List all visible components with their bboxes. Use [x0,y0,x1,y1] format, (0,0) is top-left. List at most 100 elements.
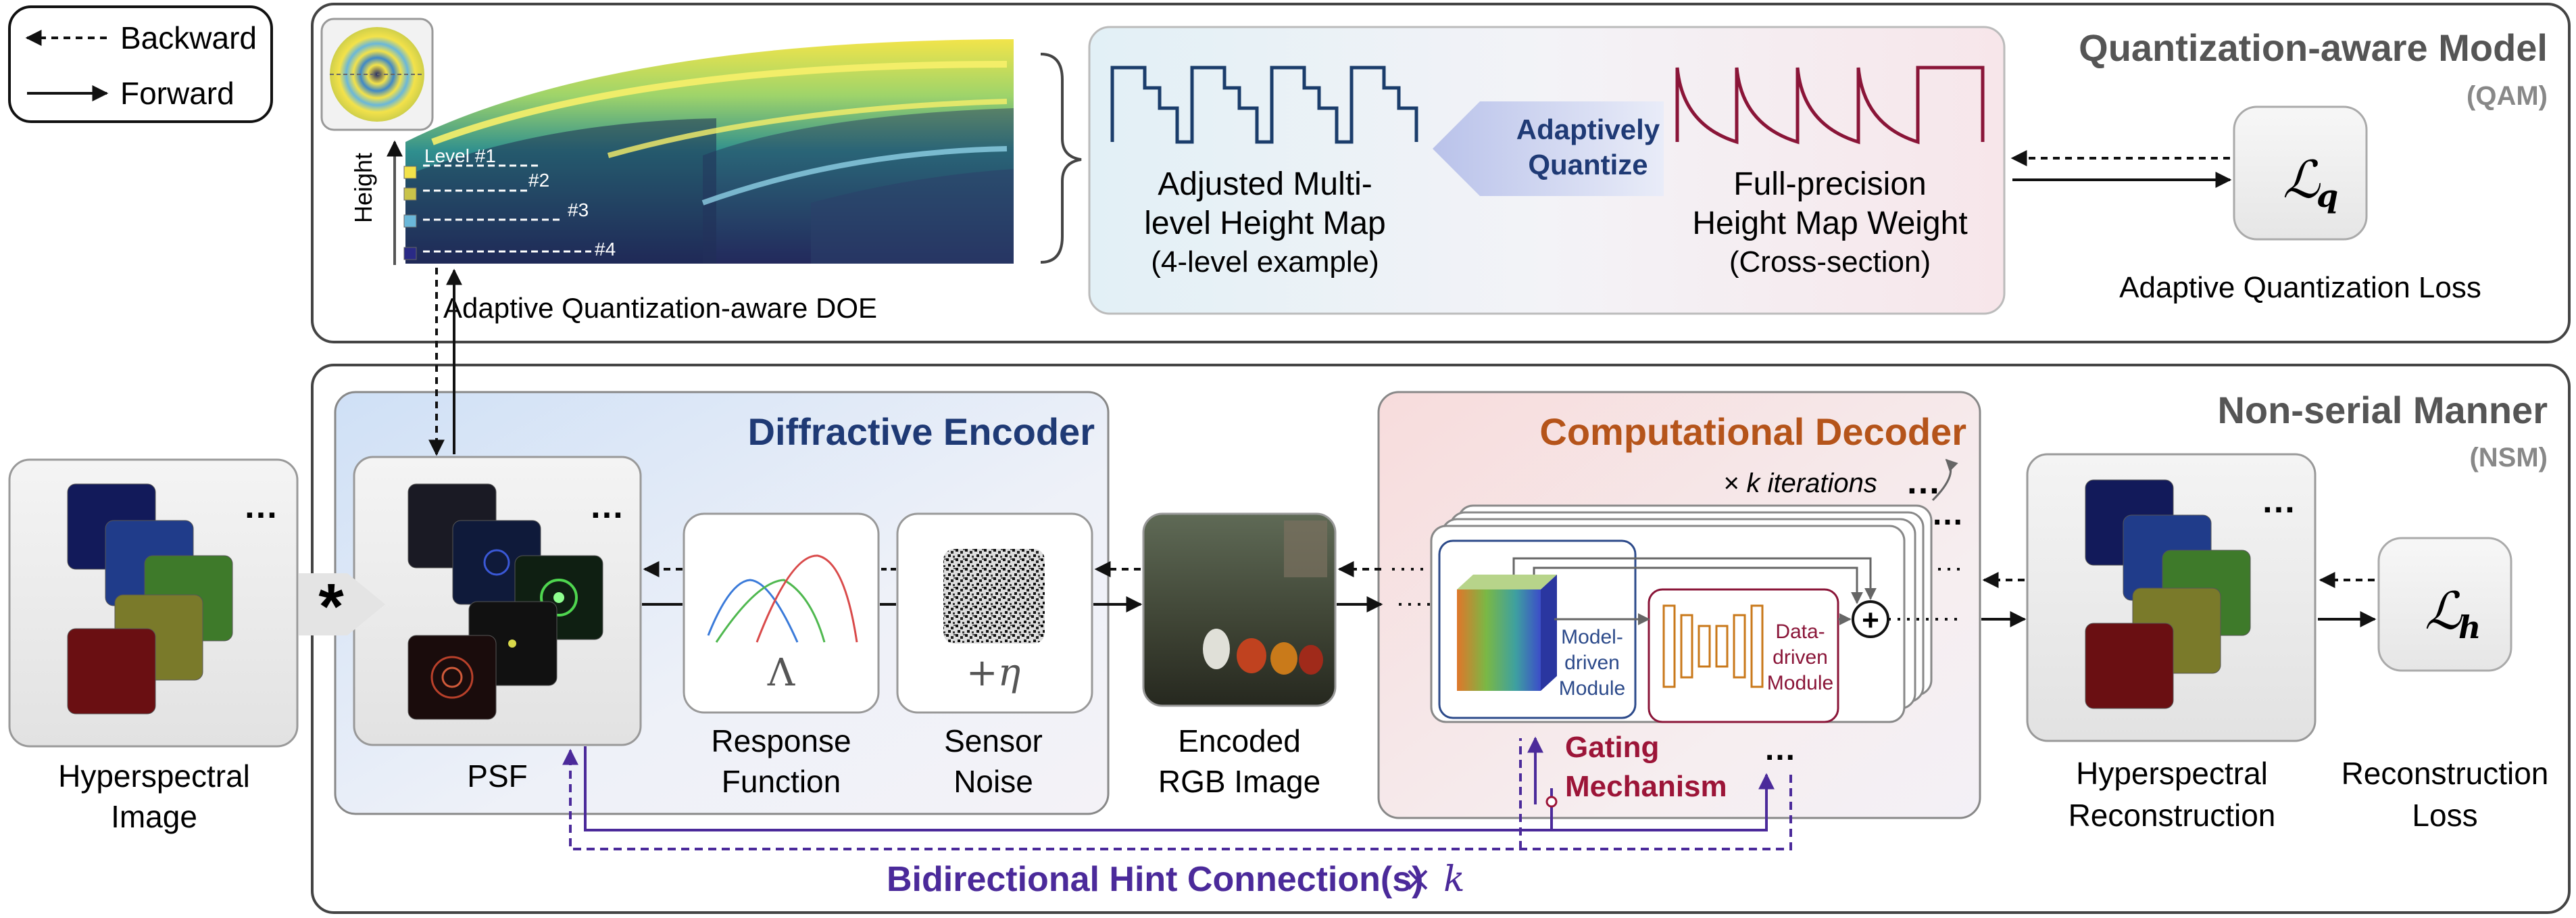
response-line2: Function [722,764,841,799]
doe-ring-highlight-3 [701,146,1008,206]
doe-ring-highlight-2 [607,99,1008,158]
hsi-line2: Image [111,799,197,834]
hint-k-label: × k [1403,859,1465,900]
level-swatch-3 [403,214,417,228]
level-label-4: #4 [595,239,616,260]
encoded-image-object-4 [1299,645,1323,675]
gating-switch [1545,796,1558,808]
reconstruction-loss-box [2377,537,2512,672]
convolution-symbol: * [318,571,344,643]
recon-stack: … [2085,479,2296,709]
encoded-image-object-3 [1270,642,1297,675]
encoder-title: Diffractive Encoder [748,410,1095,453]
psf-slice-5 [407,635,497,720]
response-symbol: Λ [767,651,795,695]
psf-ring-red-inner [441,667,463,688]
full-precision-curve [1675,66,1985,145]
doe-label: Adaptive Quantization-aware DOE [443,292,877,324]
hsi-cube-side [1541,575,1557,691]
hsi-cube-front [1457,589,1541,691]
iterations-loop-arrow [1931,458,1958,502]
encoded-image-object-1 [1203,629,1230,669]
legend-backward-label: Backward [120,20,257,55]
adjusted-line2: level Height Map [1144,206,1386,241]
qam-abbr: (QAM) [2467,81,2548,111]
level-label-3: #3 [568,199,589,220]
data-line2: driven [1773,646,1828,669]
unet-block-4 [1715,625,1729,668]
unet-block-6 [1750,604,1764,688]
full-line1: Full-precision [1733,166,1926,202]
qam-panel: Quantization-aware Model (QAM) Level #1 … [311,3,2571,343]
encoded-image-colorchart [1284,521,1327,577]
legend-forward-label: Forward [120,76,234,111]
unet-block-5 [1733,614,1746,679]
quantization-loss-sub: q [2317,178,2338,214]
hsi-line1: Hyperspectral [58,758,250,794]
psf-stack: … [407,483,624,720]
recon-ellipsis: … [2261,481,2296,521]
psf-ring-red-outer [430,656,474,699]
psf-ring-blue [483,549,510,576]
model-line2: driven [1564,652,1620,674]
decoder-title: Computational Decoder [1539,410,1966,453]
response-curve-green [715,579,826,643]
encoded-image-object-2 [1237,638,1266,673]
recon-line2: Reconstruction [2069,798,2276,833]
nsm-panel: Non-serial Manner (NSM) Diffractive Enco… [8,268,2571,914]
hint-ellipsis: … [1764,731,1796,767]
gating-line2: Mechanism [1565,770,1727,803]
legend: Backward Forward [8,5,273,123]
adaptive-line2: Quantize [1528,149,1648,180]
level-label-2: #2 [528,170,549,191]
data-line1: Data- [1775,621,1825,643]
level-swatch-1 [403,166,417,179]
response-curve-red [756,554,858,643]
reconstruction-loss-sub: h [2458,609,2481,646]
hint-forward-line [584,746,1553,831]
adaptive-line1: Adaptively [1516,114,1660,145]
psf-core-green [553,592,564,603]
noise-line1: Sensor [944,723,1043,758]
full-line2: Height Map Weight [1692,206,1967,241]
psf-label: PSF [467,758,527,794]
convolution-arrow [299,573,385,635]
sum-symbol: + [1862,604,1879,637]
recon-slice-5 [2085,623,2174,709]
full-line3: (Cross-section) [1729,245,1931,279]
unet-blocks [1662,604,1764,688]
recon-loss-line1: Reconstruction [2342,756,2549,791]
quantization-loss-symbol: ℒ [2283,149,2321,210]
multi-level-height-map-curve [1110,66,1418,144]
doe-step-3 [811,169,1014,264]
adjusted-line3: (4-level example) [1151,245,1379,279]
adaptive-quantize-arrow [1433,101,1664,196]
response-curve-blue [707,579,799,643]
iterations-ellipsis: … [1906,462,1941,502]
gating-line1: Gating [1565,731,1659,764]
hsi-cube-top [1457,575,1557,589]
brace [1040,53,1082,264]
psf-dot-yellow [508,639,516,648]
skip-connection-2 [1533,566,1863,604]
encoded-line1: Encoded [1178,723,1301,758]
noise-line2: Noise [953,764,1033,799]
psf-ellipsis: … [589,487,624,526]
unet-block-2 [1680,614,1693,679]
skip-connection-1 [1512,557,1877,600]
height-axis-label: Height [349,153,377,223]
recon-line1: Hyperspectral [2076,756,2268,791]
adjusted-line1: Adjusted Multi- [1158,166,1372,202]
doe-height-map: Level #1 #2 #3 #4 Height Adaptive Quanti… [320,18,1014,324]
model-line1: Model- [1561,626,1623,648]
psf-ring-green [540,579,578,617]
hsi-stack: … [67,483,278,715]
doe-step-1 [405,118,716,264]
hsi-slice-5 [67,628,156,715]
hint-backward-arrow [562,748,1792,850]
iterations-label: × k iterations [1723,468,1877,498]
unet-block-3 [1698,625,1711,668]
nsm-abbr: (NSM) [2469,443,2548,473]
decoder-ellipsis: … [1931,496,1964,532]
